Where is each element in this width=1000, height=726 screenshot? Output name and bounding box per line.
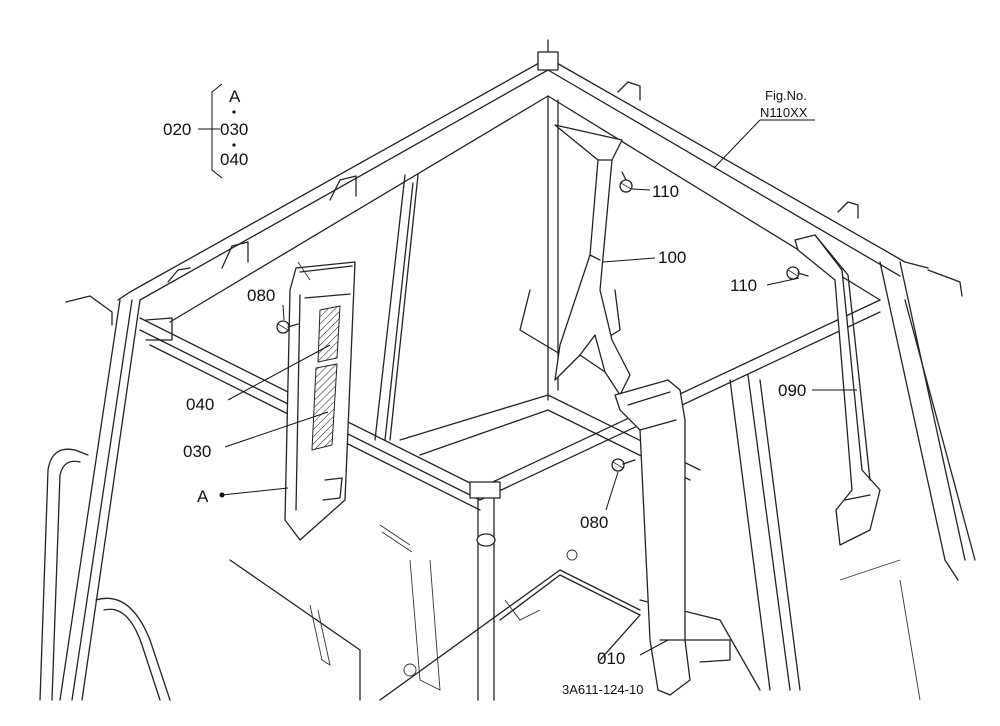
screw-080-left-icon [276,320,299,334]
callout-040: 040 [186,395,214,414]
legend-member-label: 040 [220,150,248,169]
screw-110-right-icon [786,266,809,280]
callout-030: 030 [183,442,211,461]
drawing-code: 3A611-124-10 [562,682,643,697]
callout-100: 100 [658,248,686,267]
screw-080-right-icon [611,458,636,472]
screw-110-top-icon [619,171,633,193]
legend-parent-label: 020 [163,120,191,139]
callout-labels: Fig.No. N110XX 110 100 110 080 040 030 A… [183,88,808,697]
part-010-front-pillar-trim [614,379,731,696]
callout-110-top: 110 [652,182,679,201]
callout-010: 010 [597,649,625,668]
part-100-rear-trim [554,124,631,396]
callout-090: 090 [778,381,806,400]
callout-080-left: 080 [247,286,275,305]
cab-frame [39,39,976,701]
callout-110-right: 110 [730,276,757,295]
callout-080-right: 080 [580,513,608,532]
legend-member-label: A [229,87,241,106]
legend-member-label: 030 [220,120,248,139]
part-030-040-trim-panel [284,261,356,541]
part-090-right-trim [794,234,881,546]
group-legend: 020 A 030 040 [163,83,248,179]
fig-number: N110XX [760,105,808,120]
callout-ref-a: A [197,487,209,506]
fig-label: Fig.No. [765,88,807,103]
leader-lines [219,119,857,656]
